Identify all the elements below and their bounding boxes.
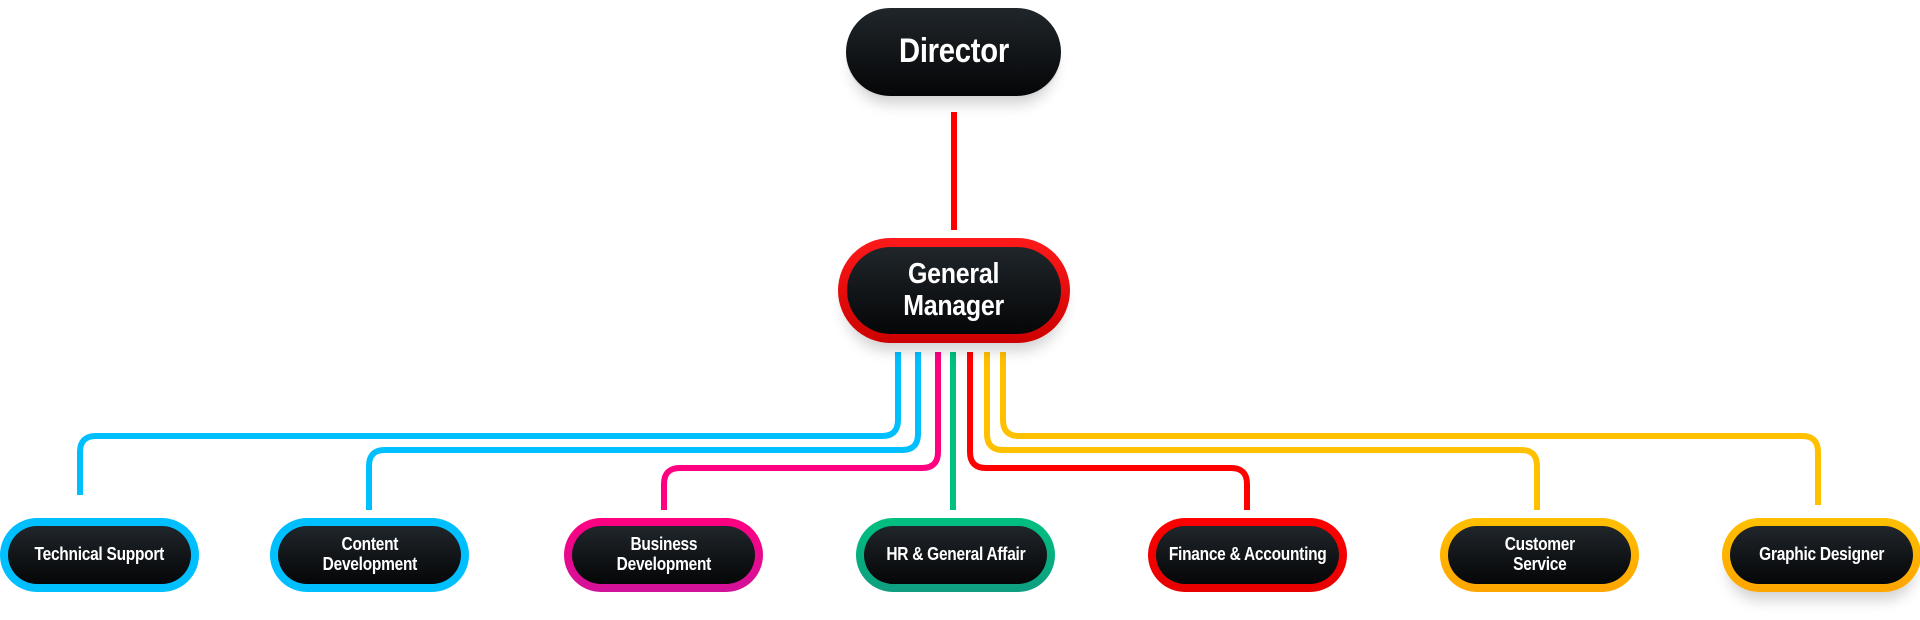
branch-line-graphic-designer: [1000, 352, 1821, 505]
department-node-content-development[interactable]: Content Development: [270, 518, 469, 592]
department-node-customer-service[interactable]: Customer Service: [1440, 518, 1639, 592]
branch-line-technical-support: [77, 352, 901, 495]
branch-line-finance-accounting: [967, 352, 1250, 510]
director-label: Director: [898, 32, 1009, 71]
director-node[interactable]: Director: [846, 8, 1061, 96]
department-label-customer-service: Customer Service: [1504, 534, 1575, 574]
department-node-business-development[interactable]: Business Development: [564, 518, 763, 592]
department-node-graphic-designer[interactable]: Graphic Designer: [1722, 518, 1920, 592]
branch-line-business-development: [661, 352, 941, 510]
department-node-hr-general-affair[interactable]: HR & General Affair: [856, 518, 1055, 592]
department-node-finance-accounting[interactable]: Finance & Accounting: [1148, 518, 1347, 592]
department-label-graphic-designer: Graphic Designer: [1759, 544, 1884, 565]
branch-line-content-development: [366, 352, 921, 510]
department-label-technical-support: Technical Support: [34, 544, 165, 565]
general-manager-node[interactable]: General Manager: [838, 238, 1070, 343]
department-label-business-development: Business Development: [616, 534, 711, 574]
department-label-hr-general-affair: HR & General Affair: [885, 544, 1026, 565]
branch-line-customer-service: [984, 352, 1540, 510]
department-node-technical-support[interactable]: Technical Support: [0, 518, 199, 592]
department-label-content-development: Content Development: [322, 534, 417, 574]
department-label-finance-accounting: Finance & Accounting: [1168, 544, 1327, 565]
general-manager-label: General Manager: [903, 257, 1005, 322]
